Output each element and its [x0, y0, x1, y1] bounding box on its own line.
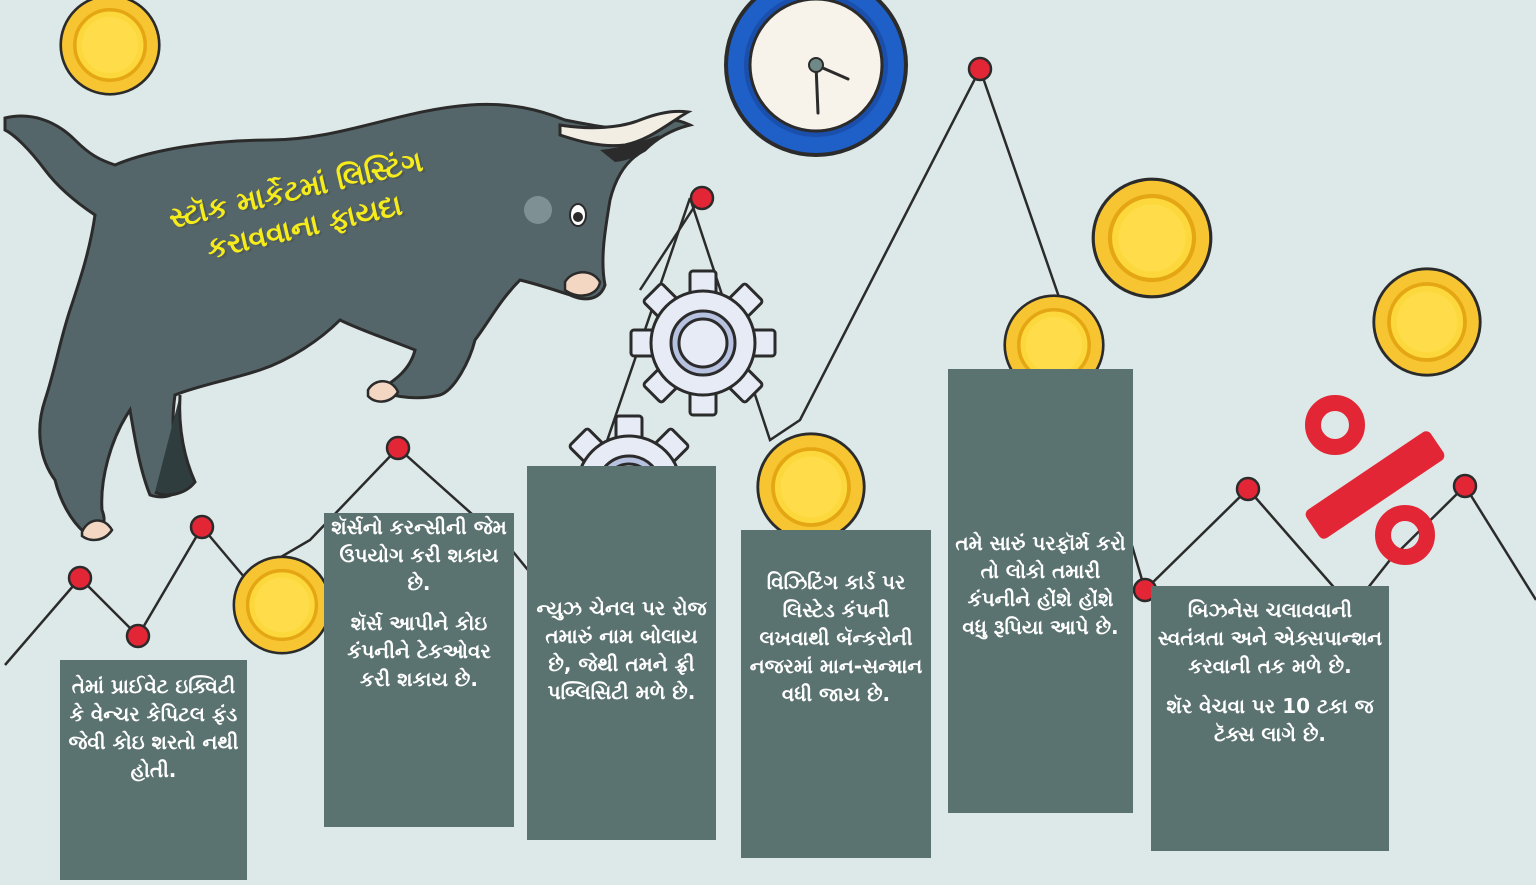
coin-icon: [1093, 179, 1211, 297]
benefit-text: બિઝનેસ ચલાવવાની સ્વતંત્રતા અને એક્સપાન્શ…: [1157, 598, 1383, 678]
benefit-panel-4: વિઝિટિંગ કાર્ડ પર લિસ્ટેડ કંપની લખવાથી બ…: [741, 530, 931, 858]
benefit-panel-1: તેમાં પ્રાઈવેટ ઇક્વિટી કે વેન્ચર કેપિટલ …: [60, 660, 247, 880]
benefit-panel-2: શૅર્સનો કરન્સીની જેમ ઉપયોગ કરી શકાય છે. …: [324, 513, 514, 827]
benefit-panel-3: ન્યુઝ ચેનલ પર રોજ તમારું નામ બોલાય છે, જ…: [527, 466, 716, 840]
benefit-panel-5: તમે સારું પરફૉર્મ કરો તો લોકો તમારી કંપન…: [948, 369, 1133, 813]
benefit-text: શૅર વેચવા પર 10 ટકા જ ટૅક્સ લાગે છે.: [1166, 694, 1374, 746]
percent-icon: [1305, 395, 1445, 565]
bull-illustration: [3, 102, 695, 542]
benefit-text: તેમાં પ્રાઈવેટ ઇક્વિટી કે વેન્ચર કેપિટલ …: [68, 674, 239, 782]
benefit-text: તમે સારું પરફૉર્મ કરો તો લોકો તમારી કંપન…: [955, 531, 1126, 639]
benefit-panel-6: બિઝનેસ ચલાવવાની સ્વતંત્રતા અને એક્સપાન્શ…: [1151, 586, 1389, 851]
gear-icon: [629, 269, 777, 417]
benefit-text: શૅર્સનો કરન્સીની જેમ ઉપયોગ કરી શકાય છે.: [331, 515, 507, 595]
benefit-text: ન્યુઝ ચેનલ પર રોજ તમારું નામ બોલાય છે, જ…: [536, 596, 707, 704]
coin-icon: [1371, 266, 1483, 378]
clock-icon: [724, 0, 908, 157]
coin-icon: [232, 555, 332, 655]
benefit-text: વિઝિટિંગ કાર્ડ પર લિસ્ટેડ કંપની લખવાથી બ…: [749, 570, 923, 706]
coin-icon: [755, 431, 867, 543]
benefit-text: શૅર્સ આપીને કોઇ કંપનીને ટેકઓવર કરી શકાય …: [347, 611, 491, 691]
coin-icon: [58, 0, 162, 97]
